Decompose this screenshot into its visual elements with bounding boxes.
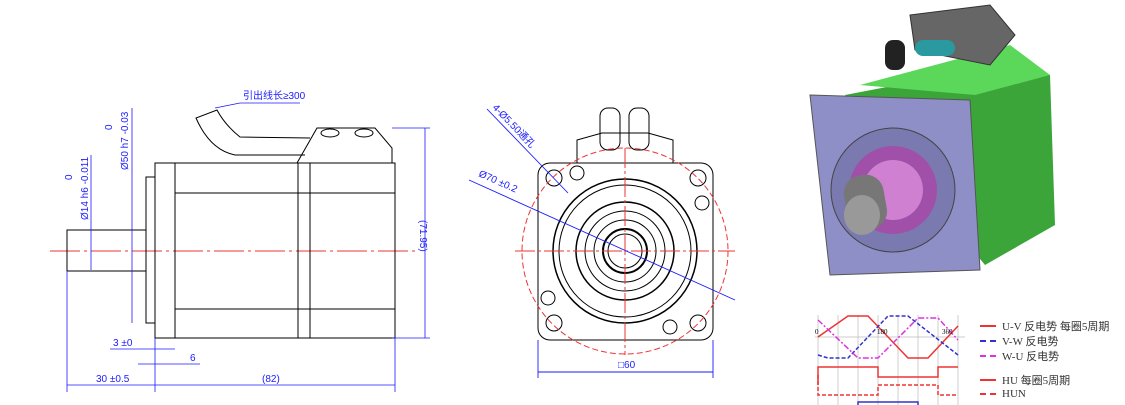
connector-block <box>296 127 393 164</box>
holes-label: 4-Ø5.50通孔 <box>490 102 538 151</box>
body-length: (82) <box>262 374 280 385</box>
spigot-diameter: Ø50 h7 -0.03 <box>120 111 131 170</box>
mounting-holes <box>545 169 707 332</box>
legend-uv: U-V 反电势 每圈5周期 <box>980 318 1109 334</box>
motor-3d-render <box>809 4 1055 276</box>
lead-length-label: 引出线长≥300 <box>243 89 306 102</box>
square-label: □60 <box>618 360 636 371</box>
screws <box>540 165 710 335</box>
legend-hu: HU 每圈5周期 <box>980 372 1070 388</box>
side-view <box>50 109 415 339</box>
legend-label: HUN <box>1002 388 1026 400</box>
tick-180: 180 <box>877 328 888 336</box>
legend-hun: HUN <box>980 388 1026 400</box>
spigot-depth: 3 ±0 <box>113 338 133 349</box>
front-dims <box>468 108 736 378</box>
spigot <box>145 176 156 324</box>
flange-thickness: 6 <box>190 353 196 364</box>
height-dim: (71.95) <box>417 220 428 252</box>
legend-label: U-V 反电势 每圈5周期 <box>1002 321 1110 333</box>
motor-body <box>154 162 396 339</box>
pcd-label: Ø70 ±0.2 <box>477 169 519 196</box>
front-centerlines <box>515 147 735 355</box>
tick-360: 360 <box>942 328 953 336</box>
shaft-diameter: Ø14 h6 -0.011 <box>80 156 91 220</box>
spigot-tol-top: 0 <box>104 124 115 130</box>
side-dims <box>66 102 430 392</box>
waveform-chart: 0 180 360 <box>815 315 965 405</box>
legend-wu: W-U 反电势 <box>980 348 1059 364</box>
legend-label: W-U 反电势 <box>1002 351 1060 363</box>
tick-0: 0 <box>815 328 819 336</box>
cable <box>195 109 311 156</box>
legend-vw: V-W 反电势 <box>980 333 1059 349</box>
shaft-tol-top: 0 <box>64 174 75 180</box>
legend-label: V-W 反电势 <box>1002 336 1059 348</box>
shaft-length: 30 ±0.5 <box>96 374 130 385</box>
legend-label: HU 每圈5周期 <box>1002 375 1071 387</box>
